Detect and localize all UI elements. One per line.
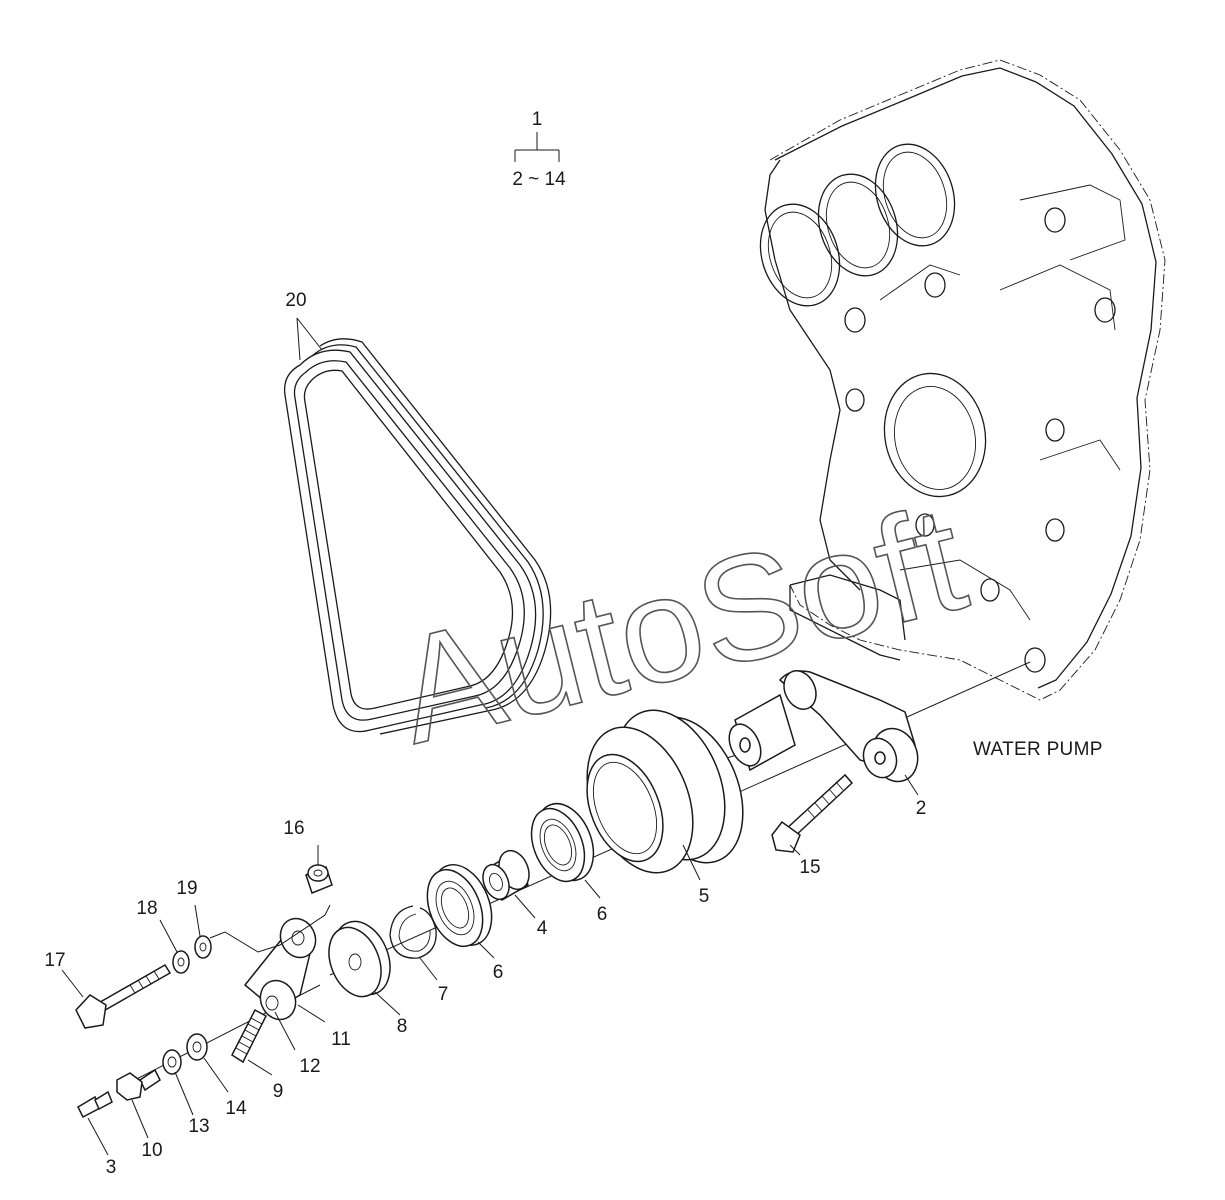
v-belt-part-20	[283, 338, 552, 735]
callout-11: 11	[331, 1029, 351, 1050]
bolt-part-17	[75, 963, 172, 1029]
assembly-guide-line	[209, 904, 331, 953]
snap-ring-part-7	[389, 905, 437, 959]
assembly-bracket: 1 2 ~ 14	[512, 109, 566, 190]
bolt-part-15	[771, 773, 854, 853]
cover-plate-part-8	[328, 920, 391, 998]
washer-part-18	[172, 950, 190, 974]
callout-6-upper: 6	[597, 904, 608, 925]
pulley-part-5	[586, 709, 744, 874]
housing-bosses	[844, 207, 1116, 673]
water-pump-housing	[759, 59, 1166, 701]
threaded-rod-part-9	[231, 1008, 267, 1064]
callout-4: 4	[537, 918, 548, 939]
spacer-part-4	[482, 849, 530, 902]
bolt-part-10	[116, 1068, 161, 1101]
callout-5: 5	[699, 886, 710, 907]
bearing-part-6-lower	[426, 864, 493, 948]
callout-9: 9	[273, 1081, 284, 1102]
bushing-part-16	[305, 864, 333, 894]
assembly-parent-number: 1	[532, 109, 543, 130]
callout-13: 13	[188, 1116, 209, 1137]
water-pump-caption: WATER PUMP	[973, 739, 1103, 760]
washer-part-19	[194, 935, 212, 959]
tensioner-lever-part-11	[243, 917, 317, 1021]
washer-part-13	[162, 1049, 182, 1075]
leader-lines	[61, 317, 919, 1156]
callout-20: 20	[285, 290, 306, 311]
washer-part-14	[186, 1033, 208, 1061]
callout-8: 8	[397, 1016, 408, 1037]
housing-bores	[759, 143, 956, 307]
callout-19: 19	[176, 878, 197, 899]
callout-10: 10	[141, 1140, 162, 1161]
callout-labels: 20 2 15 5 6 4 6 7 8 16 19 18 17 11 12 9 …	[44, 290, 926, 1178]
callout-12: 12	[299, 1056, 320, 1077]
tensioner-arm-part-2	[728, 670, 919, 783]
assembly-range: 2 ~ 14	[512, 169, 566, 190]
callout-16: 16	[283, 818, 304, 839]
callout-14: 14	[225, 1098, 247, 1119]
grease-nipple-part-3	[77, 1090, 113, 1119]
callout-7: 7	[438, 984, 449, 1005]
callout-17: 17	[44, 950, 65, 971]
callout-2: 2	[916, 798, 927, 819]
callout-18: 18	[136, 898, 157, 919]
callout-6-lower: 6	[493, 962, 504, 983]
bearing-part-6-upper	[530, 802, 595, 883]
callout-3: 3	[106, 1157, 117, 1178]
callout-15: 15	[799, 857, 820, 878]
